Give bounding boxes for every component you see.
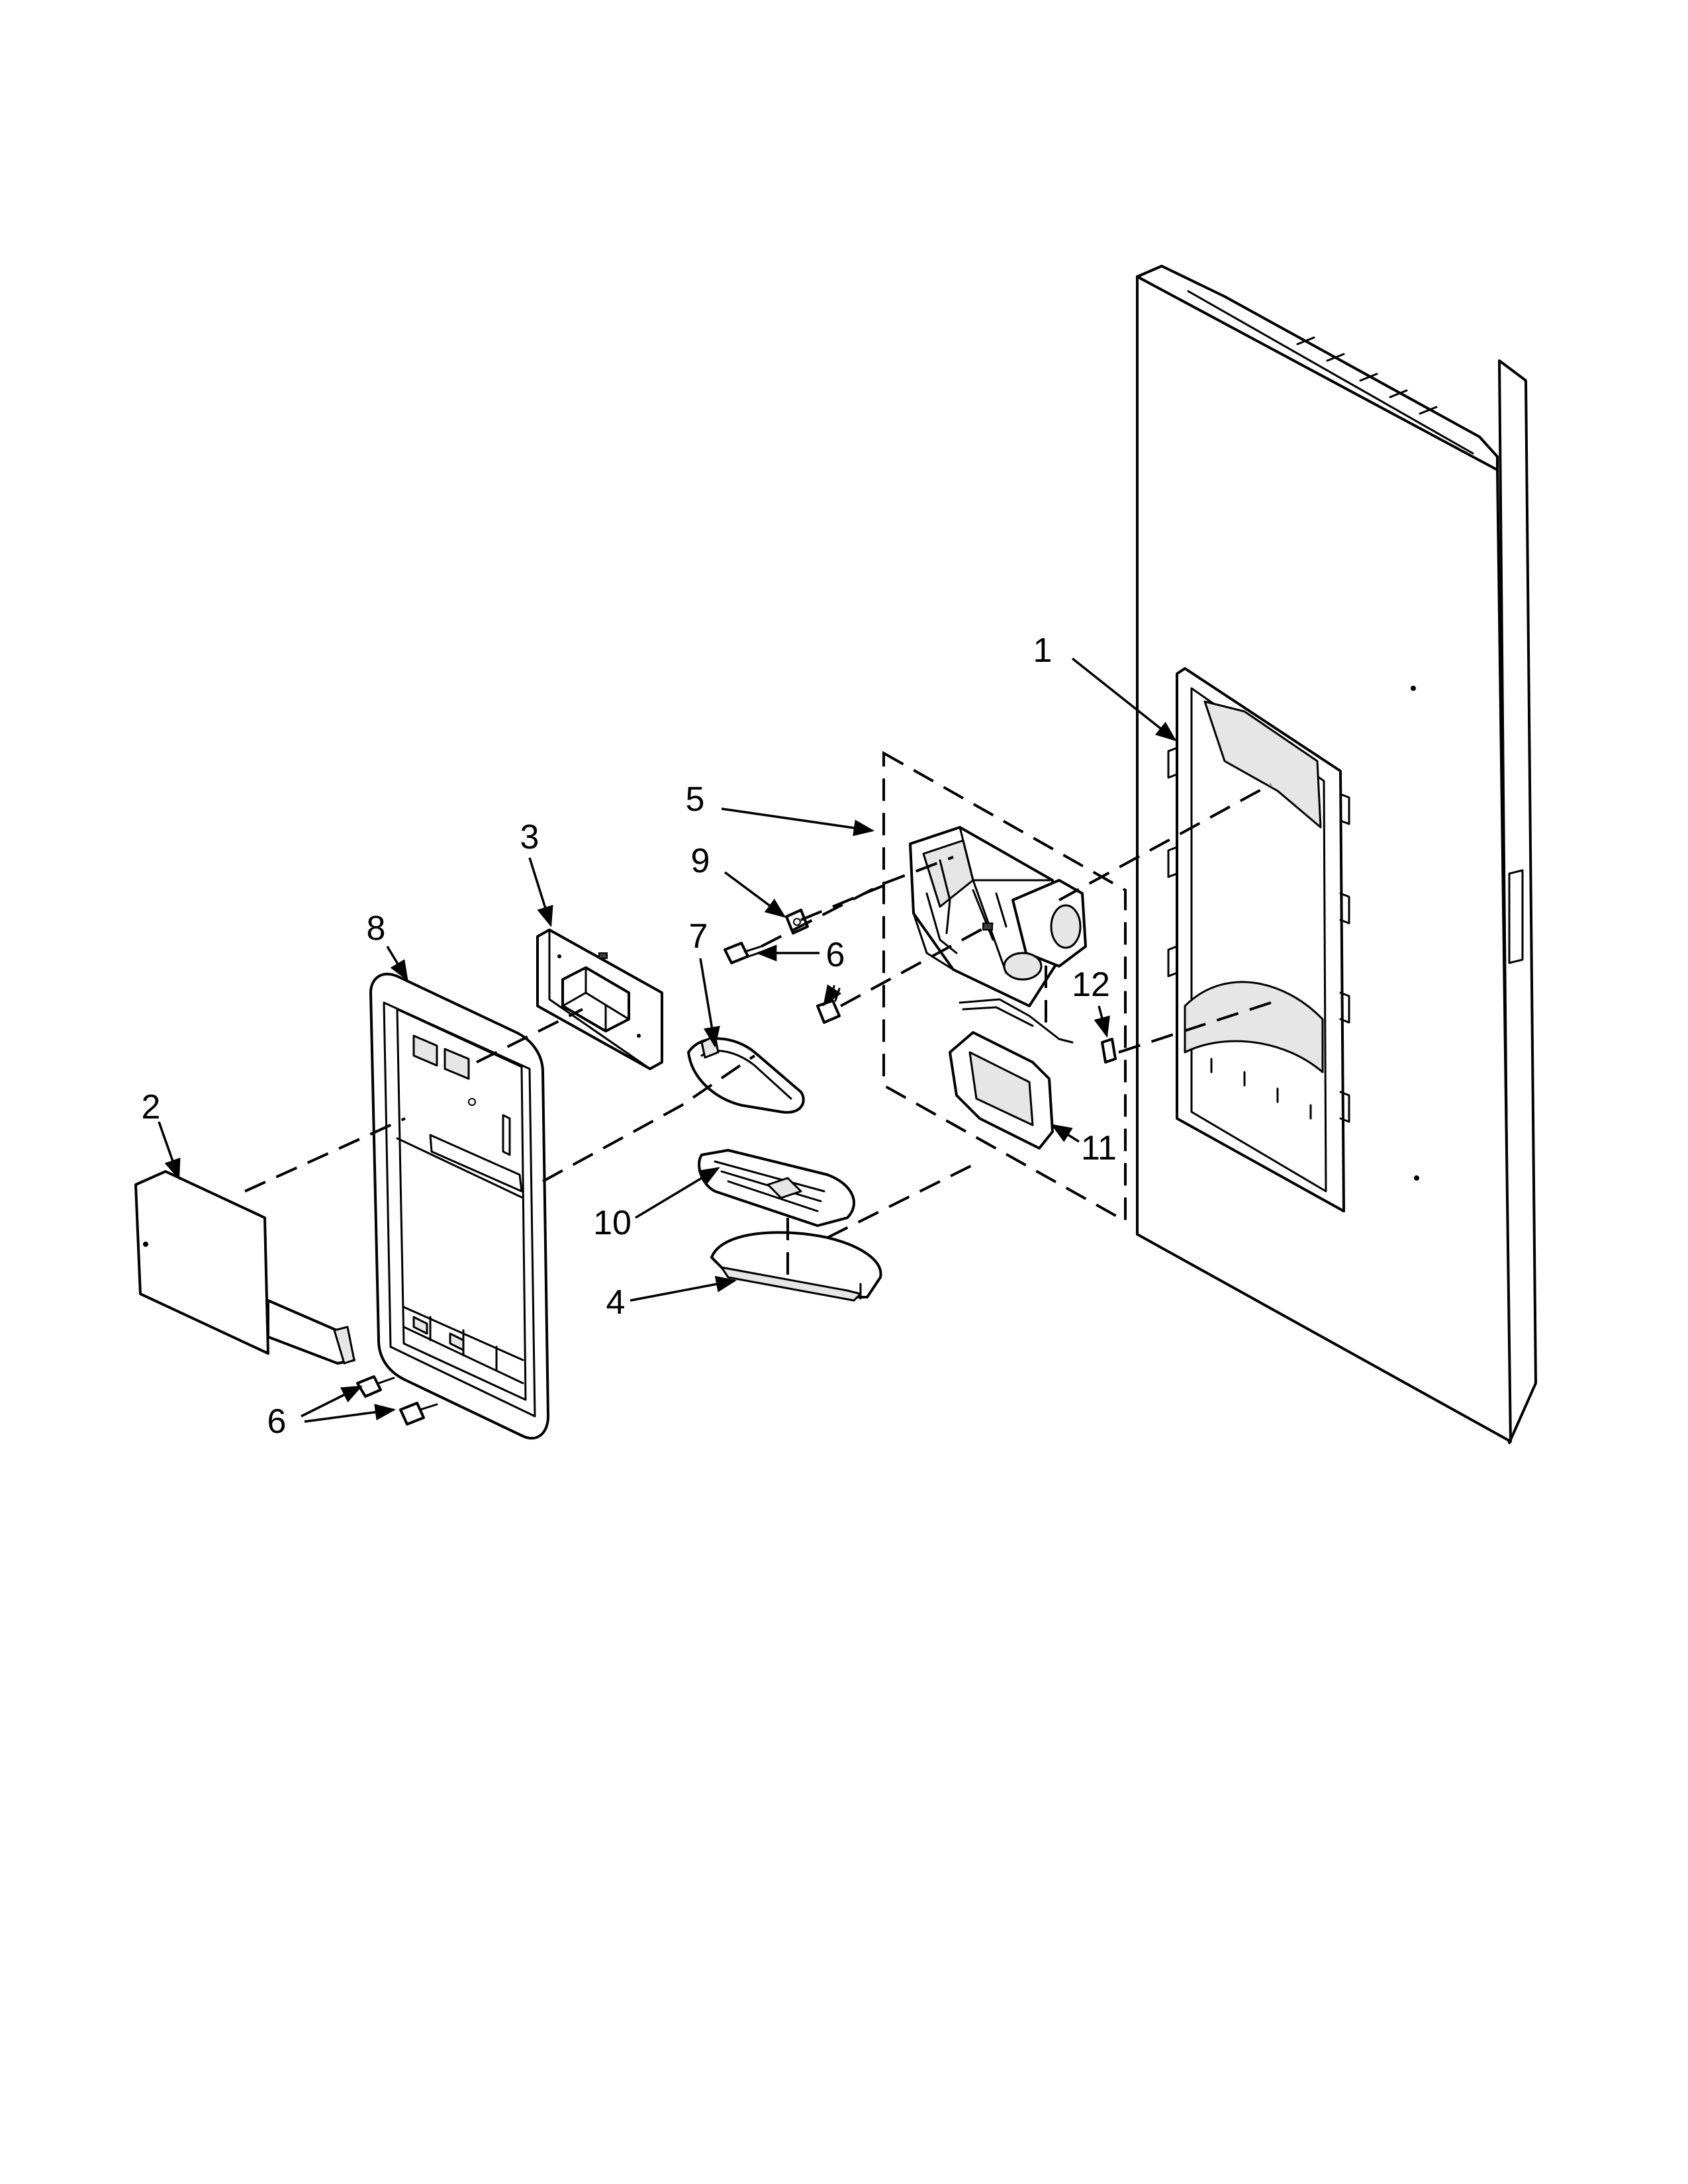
alignment-lines xyxy=(244,783,1272,1277)
callout-4: 4 xyxy=(606,1283,626,1322)
callout-10: 10 xyxy=(593,1204,632,1242)
callout-3: 3 xyxy=(520,818,539,856)
callout-8: 8 xyxy=(367,909,386,948)
callout-11: 11 xyxy=(1081,1129,1117,1167)
callout-12: 12 xyxy=(1072,966,1110,1004)
part-6-screw-c xyxy=(356,1375,438,1426)
callout-6a: 6 xyxy=(826,936,845,974)
callout-9: 9 xyxy=(691,842,710,880)
part-5-dispenser-assembly xyxy=(882,751,1127,1224)
part-7-chute xyxy=(687,1034,805,1114)
part-6-screw-b xyxy=(816,985,841,1024)
part-1-door xyxy=(1136,265,1537,1444)
callout-5: 5 xyxy=(686,780,705,819)
part-10-grille xyxy=(698,1149,855,1227)
part-6-screw-a xyxy=(724,942,764,964)
callout-2: 2 xyxy=(142,1088,161,1126)
part-3-control-board xyxy=(536,929,663,1070)
part-8-frame xyxy=(369,972,549,1440)
callout-labels: 1 2 3 4 5 6 6 6 7 8 9 10 11 12 xyxy=(142,631,1117,1441)
part-9-clip xyxy=(785,909,809,934)
part-11-actuator xyxy=(949,998,1074,1150)
part-12-clip xyxy=(1101,1038,1117,1064)
callout-1: 1 xyxy=(1033,631,1053,670)
callout-7: 7 xyxy=(689,917,708,956)
callout-6c: 6 xyxy=(267,1402,287,1441)
leader-arrows xyxy=(158,657,1177,1423)
part-4-drip-tray xyxy=(710,1231,882,1302)
part-2-panel xyxy=(134,1170,355,1365)
